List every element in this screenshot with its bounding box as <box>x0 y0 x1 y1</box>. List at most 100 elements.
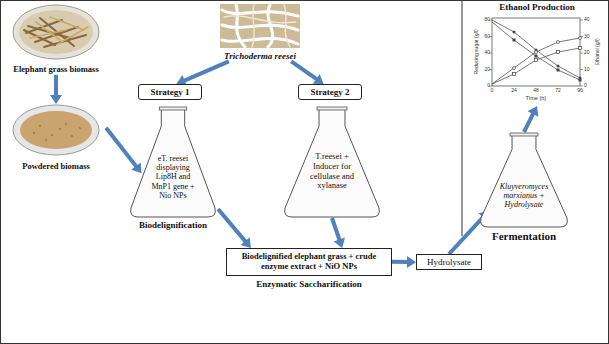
ethanol-line-chart <box>489 20 583 86</box>
arrow-head <box>313 74 324 84</box>
axis-tick: 0 <box>584 83 598 89</box>
axis-tick: 80 <box>476 17 490 23</box>
fungus-photo <box>222 5 298 47</box>
axis-title: Ethanol (g/l) <box>595 22 601 82</box>
flask-outline <box>317 107 347 110</box>
fungus-photo <box>236 5 245 47</box>
ethanol-line-chart <box>489 18 583 86</box>
step-heading: Enzymatic Saccharification <box>226 279 392 289</box>
axis-tick: 40 <box>584 17 598 23</box>
ethanol-line-chart <box>557 69 560 72</box>
ethanol-line-chart <box>557 41 560 44</box>
powder-dish-photo <box>65 123 67 125</box>
ethanol-line-chart <box>492 20 580 78</box>
powder-dish-photo <box>13 105 99 155</box>
arrow-shaft <box>524 113 533 132</box>
grass-dish-photo <box>19 10 93 54</box>
ethanol-line-chart <box>492 38 580 84</box>
flask-outline <box>159 107 186 110</box>
arrow-head <box>334 238 345 248</box>
flask-outline <box>510 133 538 136</box>
grass-dish-photo <box>58 27 88 44</box>
powder-dish-photo <box>71 135 73 137</box>
powder-dish-photo <box>39 125 41 127</box>
axis-tick: 0 <box>476 83 490 89</box>
ethanol-line-chart <box>513 31 516 34</box>
image-caption: Trichoderma reesei <box>208 51 312 61</box>
powder-dish-photo <box>33 123 81 141</box>
flow-arrow <box>106 128 142 173</box>
powder-dish-photo <box>20 111 92 149</box>
powder-dish-photo <box>79 127 81 129</box>
axis-tick: 48 <box>529 88 543 94</box>
fungus-photo <box>252 5 254 47</box>
flow-arrow <box>291 61 323 84</box>
fungus-photo <box>220 4 300 48</box>
powder-dish-photo <box>13 105 99 155</box>
ethanol-line-chart <box>492 48 580 84</box>
box-label: Strategy 1 <box>143 87 197 97</box>
flow-arrow <box>218 209 251 248</box>
flask-outline <box>131 108 216 217</box>
ethanol-line-chart <box>513 39 516 42</box>
ethanol-line-chart <box>513 37 582 76</box>
ethanol-line-chart <box>579 79 582 82</box>
powder-dish-photo <box>45 139 47 141</box>
image-caption: Powdered biomass <box>6 162 106 172</box>
arrow-head <box>131 162 141 173</box>
flask-frame: T.reesei + Inducer for cellulase and xyl… <box>282 106 382 218</box>
image-panel: Powdered biomass <box>6 104 106 172</box>
strategy-box: Strategy 2 <box>298 84 362 100</box>
arrow-shaft <box>392 260 408 264</box>
axis-tick: 72 <box>551 88 565 94</box>
arrow-shaft <box>184 61 229 80</box>
ethanol-line-chart <box>535 55 538 58</box>
powder-dish-photo <box>59 128 61 130</box>
fungus-photo <box>220 4 300 48</box>
flask-frame: eT. reesei displaying Lip8H and MnP1 gen… <box>128 106 218 218</box>
arrow-shaft <box>106 128 137 167</box>
flow-arrow <box>524 106 538 132</box>
flow-arrow <box>50 75 62 104</box>
ethanol-line-chart <box>513 31 582 82</box>
fungus-photo <box>268 5 273 47</box>
box-label: Hydrolysate <box>421 257 477 267</box>
frame-lines <box>462 1 463 236</box>
flask-node: T.reesei + Inducer for cellulase and xyl… <box>282 106 382 218</box>
ethanol-line-chart <box>580 53 583 54</box>
chart-title: Ethanol Production <box>470 2 604 12</box>
axis-title: Reducing sugar (g/l) <box>474 17 480 87</box>
image-panel: Trichoderma reesei <box>208 2 312 61</box>
flask-node: eT. reesei displaying Lip8H and MnP1 gen… <box>128 106 218 230</box>
ethanol-line-chart <box>492 20 580 84</box>
flask-outline <box>285 108 380 217</box>
fungus-photo <box>222 25 298 30</box>
powder-dish-photo <box>51 134 53 136</box>
process-box: Biodelignified elephant grass + crude en… <box>226 248 392 276</box>
process-node: Biodelignified elephant grass + crude en… <box>226 248 392 289</box>
image-caption: Elephant grass biomass <box>6 65 106 75</box>
flask-label: T.reesei + Inducer for cellulase and xyl… <box>309 152 355 191</box>
arrow-shaft <box>332 218 340 240</box>
axis-tick: 0 <box>485 88 499 94</box>
flow-arrow <box>332 218 345 248</box>
grass-dish-photo <box>13 5 99 59</box>
arrow-shaft <box>291 61 317 79</box>
fungus-photo <box>224 5 296 47</box>
grass-dish-photo <box>36 22 60 40</box>
flask-outline <box>481 134 568 227</box>
flask-node: Kluyveromyces marxianus + HydrolysateFer… <box>478 132 570 243</box>
powder-dish-photo <box>33 132 35 134</box>
ethanol-line-chart <box>535 59 538 62</box>
arrow-head <box>407 256 416 268</box>
axis-tick: 96 <box>573 88 587 94</box>
axis-tick: 10 <box>584 67 598 73</box>
arrow-shaft <box>218 209 246 242</box>
grass-dish-photo <box>50 17 84 30</box>
box-label: Biodelignified elephant grass + crude en… <box>231 252 387 272</box>
ethanol-line-chart <box>580 86 583 87</box>
step-heading: Biodelignification <box>128 220 218 230</box>
